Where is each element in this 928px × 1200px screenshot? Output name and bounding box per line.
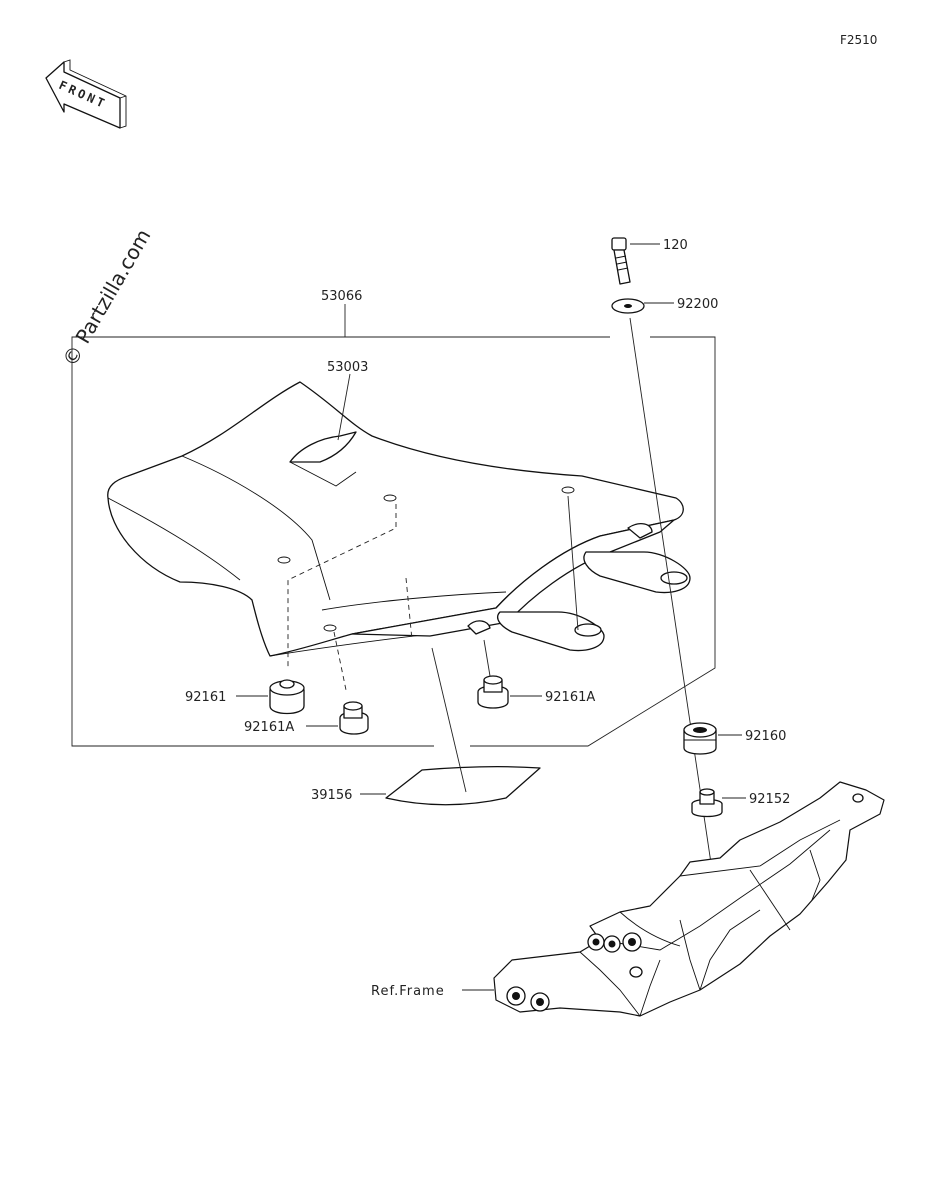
grommet-92161a-right [477,639,542,709]
mount-axis [629,317,713,871]
grommet-92161 [236,679,305,715]
label-92160: 92160 [745,729,786,744]
front-arrow-icon: FRONT [45,59,127,129]
label-39156: 39156 [311,788,352,803]
washer-92200 [611,298,674,314]
label-120: 120 [663,238,688,253]
pad-53003 [289,373,357,487]
sheet-39156 [360,647,541,806]
collar-92152 [691,788,746,818]
label-92161a-left: 92161A [244,720,294,735]
label-53066: 53066 [321,289,362,304]
label-53003: 53003 [327,360,368,375]
frame-reference [462,781,885,1017]
label-92200: 92200 [677,297,718,312]
assembly-bracket-53066 [71,304,716,747]
damper-92160 [683,722,742,755]
seat-53066 [107,381,691,657]
grommet-92161a-left [306,701,369,735]
alignment-lines [287,495,579,691]
label-92152: 92152 [749,792,790,807]
page-code: F2510 [840,33,877,47]
label-92161: 92161 [185,690,226,705]
label-ref-frame: Ref.Frame [371,984,445,999]
bolt-120 [611,237,660,285]
label-92161a-right: 92161A [545,690,595,705]
